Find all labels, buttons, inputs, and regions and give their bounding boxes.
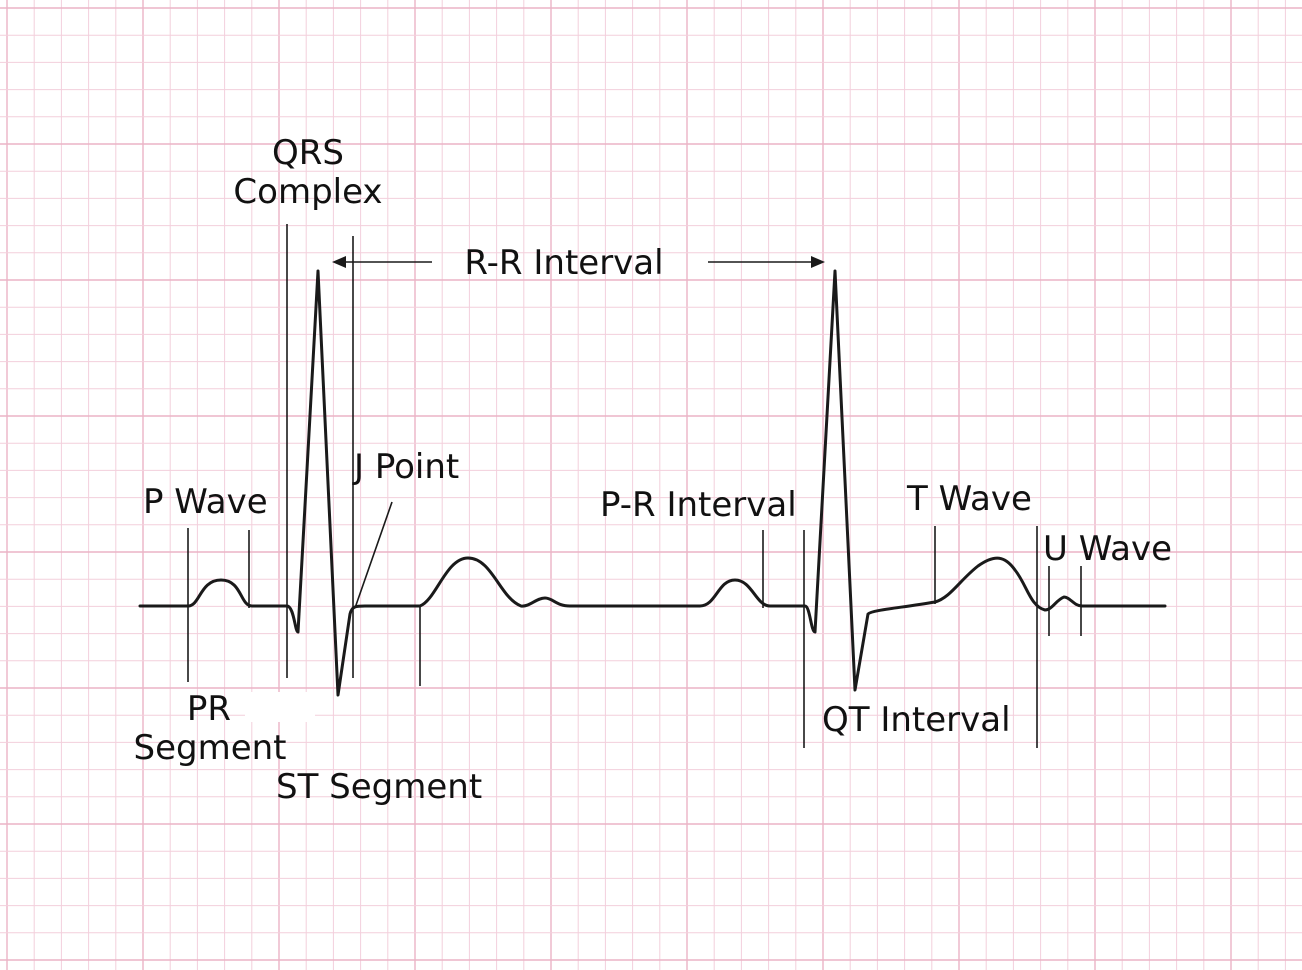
t-wave-label: T Wave <box>906 479 1032 519</box>
pr-interval-label: P-R Interval <box>600 485 797 525</box>
ecg-trace <box>138 269 1167 697</box>
rr-interval-arrow-left <box>332 256 432 268</box>
j-point-pointer <box>354 501 393 609</box>
j-point-label: J Point <box>352 447 459 487</box>
qrs-complex-label-line2: Complex <box>233 172 382 212</box>
st-segment-label: ST Segment <box>276 767 482 807</box>
rr-interval-arrow-right <box>708 256 825 268</box>
pr-segment-label-line2: Segment <box>134 728 287 768</box>
pr-segment-label-bg <box>245 692 315 722</box>
pr-segment-label-line1: PR <box>187 689 231 729</box>
qt-interval-label: QT Interval <box>822 700 1011 740</box>
u-wave-label: U Wave <box>1043 529 1172 569</box>
p-wave-label: P Wave <box>143 482 268 522</box>
rr-interval-label: R-R Interval <box>464 243 663 283</box>
qrs-complex-label-line1: QRS <box>272 133 344 173</box>
